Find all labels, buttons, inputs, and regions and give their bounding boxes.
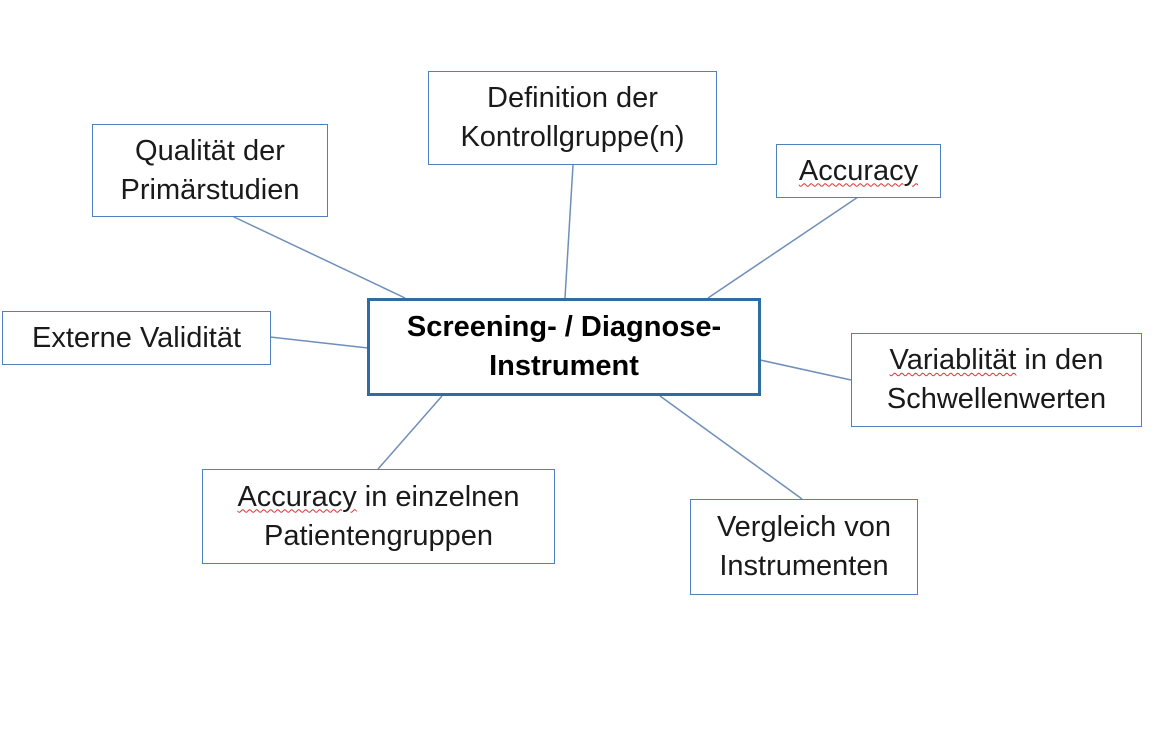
node-variabilitaet-schwellenwerte: Variablität in den Schwellenwerten (851, 333, 1142, 427)
node-label-line: Schwellenwerten (886, 383, 1107, 415)
node-qualitaet-der-primaerstudien: Qualität der Primärstudien (92, 124, 328, 217)
node-label-line: Accuracy (798, 154, 919, 187)
connector-vergleich (659, 395, 803, 500)
node-label-line: Variablität in den (887, 341, 1106, 380)
node-label-line: Qualität der (135, 134, 285, 167)
node-label-line: Patientengruppen (264, 519, 493, 552)
node-label-fragment: Accuracy (237, 480, 357, 513)
node-label-line: Instrumenten (719, 550, 889, 582)
central-label-line: Screening- / Diagnose- (406, 311, 722, 343)
node-label-line: Definition der (487, 82, 658, 114)
node-vergleich-instrumente: Vergleich von Instrumenten (690, 499, 918, 595)
connector-externe (269, 336, 369, 349)
connector-accuracy (707, 196, 859, 299)
node-externe-validitaet: Externe Validität (2, 311, 271, 365)
node-label-line: Primärstudien (120, 173, 300, 206)
central-node-screening-diagnose-instrument: Screening- / Diagnose- Instrument (367, 298, 761, 396)
node-label-fragment: in einzelnen (356, 480, 520, 513)
connector-variabilitaet (759, 359, 852, 381)
connector-accuracy-gruppen (377, 395, 443, 470)
node-label-fragment: in den (1016, 344, 1104, 376)
node-label-line: Externe Validität (31, 321, 242, 354)
node-accuracy: Accuracy (776, 144, 941, 198)
node-label-fragment: Variablität (889, 344, 1017, 376)
connector-kontrollgruppe (564, 164, 574, 299)
central-label-line: Instrument (489, 350, 639, 382)
node-label-line: Kontrollgruppe(n) (460, 121, 685, 153)
node-label-line: Accuracy in einzelnen (237, 478, 519, 517)
node-definition-kontrollgruppe: Definition der Kontrollgruppe(n) (428, 71, 717, 165)
connector-qualitaet (231, 215, 406, 299)
node-label-line: Vergleich von (716, 511, 892, 543)
node-accuracy-patientengruppen: Accuracy in einzelnen Patientengruppen (202, 469, 555, 564)
